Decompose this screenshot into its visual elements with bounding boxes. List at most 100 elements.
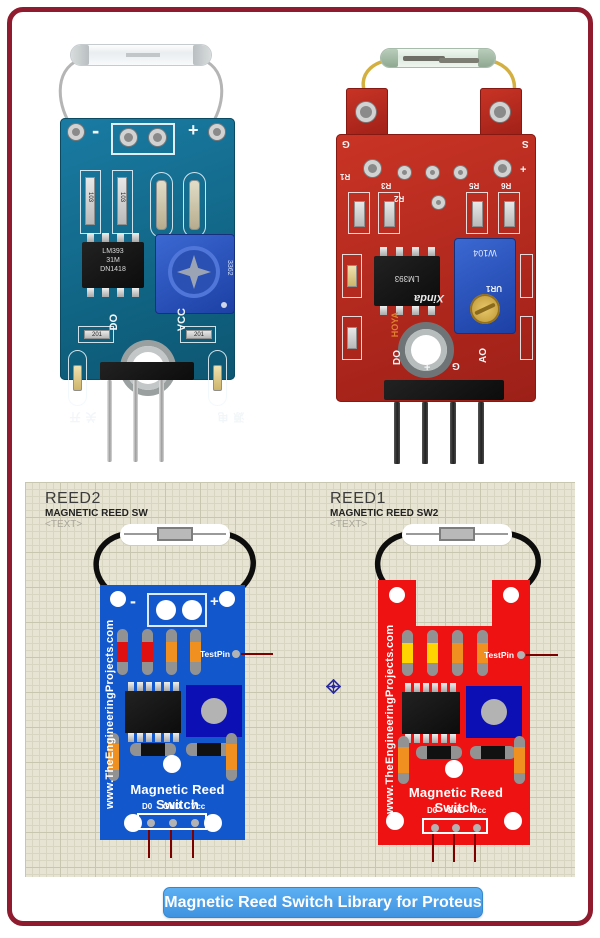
resistor-outline: 201 <box>180 326 216 343</box>
capsule-clip <box>478 49 495 67</box>
ic-pin <box>380 247 387 256</box>
header-pin <box>159 380 164 462</box>
pin-wire <box>170 830 172 858</box>
component-capsule <box>398 736 409 784</box>
pin-wire <box>148 830 150 858</box>
part-annotation-reed2: REED2 MAGNETIC REED SW <TEXT> <box>45 490 148 530</box>
plus-silkscreen: + <box>188 120 199 140</box>
header-pin <box>422 402 428 464</box>
pin-label-d0: D0 <box>427 806 438 815</box>
pin-label-do: DO <box>108 314 120 331</box>
pin-label-gnd: GND <box>163 802 181 811</box>
led-outline <box>342 254 362 298</box>
resistor-outline: 103 <box>112 170 133 234</box>
ic-pin <box>412 247 419 256</box>
component-capsule <box>108 733 119 781</box>
mount-hole <box>445 760 463 778</box>
solder-pad <box>364 160 381 177</box>
led-outline <box>208 350 227 406</box>
corner-hole <box>110 591 126 607</box>
trimpot-value: 3362 <box>226 260 233 276</box>
capacitor <box>189 180 200 230</box>
reed-contact-block <box>157 527 193 541</box>
led-outline <box>68 350 87 406</box>
ref-r5: R5 <box>469 181 480 190</box>
reed-pad <box>149 129 166 146</box>
part-ref: REED2 <box>45 490 101 507</box>
ic-pin <box>380 306 387 315</box>
ic-pin <box>428 306 435 315</box>
pin-label-vcc: VCC <box>176 308 188 332</box>
component-capsule <box>416 746 462 759</box>
part-text-placeholder: <TEXT> <box>330 519 368 530</box>
resistor-outline: R5 <box>466 181 488 234</box>
reed-capsule-symbol <box>402 524 512 545</box>
ref-r6: R6 <box>501 181 512 190</box>
pin-pads-rect <box>137 813 207 830</box>
trimpot-dial <box>481 699 507 725</box>
pin-wire <box>192 830 194 858</box>
corner-hole <box>503 587 519 603</box>
corner-hole <box>204 814 222 832</box>
header-pin <box>133 380 138 462</box>
testpin-label: TestPin <box>200 649 231 659</box>
ic-pin <box>396 247 403 256</box>
capsule-end-cap <box>71 45 89 65</box>
solder-pad <box>454 166 467 179</box>
pin-wire <box>474 834 476 862</box>
corner-hole <box>219 591 235 607</box>
pin-label-vcc: Vcc <box>191 802 206 811</box>
component-capsule <box>452 630 463 676</box>
component-capsule <box>427 630 438 676</box>
smd-resistor <box>504 201 515 227</box>
capacitor-outline <box>183 172 206 238</box>
capsule-end-cap <box>193 45 211 65</box>
resistor-value: 201 <box>193 332 204 338</box>
screw-slot <box>474 302 496 316</box>
component-capsule <box>142 629 153 675</box>
solder-pad <box>432 196 445 209</box>
ic-pin <box>132 288 139 297</box>
mounting-hole <box>405 329 447 371</box>
ref-r1: R1 <box>340 172 351 181</box>
trimpot-w104: W104 <box>454 238 516 334</box>
component-capsule <box>190 629 201 675</box>
label-s: S <box>522 138 529 149</box>
header-pin <box>478 402 484 464</box>
reed-switch-glass-capsule <box>380 48 496 68</box>
pin-label-d0: D0 <box>142 802 153 811</box>
pin-header-body <box>384 380 504 400</box>
pin-wire <box>453 834 455 862</box>
reed-contact <box>403 56 445 61</box>
pin-label-g: G <box>452 360 460 371</box>
trimpot-value: W104 <box>473 248 497 258</box>
resistor-201: 201 <box>186 330 212 339</box>
header-pin <box>450 402 456 464</box>
solder-pad <box>398 166 411 179</box>
testpin-wire <box>526 654 558 656</box>
ic-pin <box>117 233 124 242</box>
website-label: www.TheEngineeringProjects.com <box>104 619 116 809</box>
part-title: Magnetic Reed Switch <box>130 782 225 812</box>
trimpot-footprint <box>186 685 242 737</box>
library-title-button[interactable]: Magnetic Reed Switch Library for Proteus <box>163 887 483 918</box>
part-ref: REED1 <box>330 490 386 507</box>
library-title-label: Magnetic Reed Switch Library for Proteus <box>164 893 482 911</box>
component-capsule <box>186 743 232 756</box>
label-switch-cn: 开关 <box>70 412 98 423</box>
pin-label-gnd: GND <box>447 806 465 815</box>
trimpot-footprint <box>466 686 522 738</box>
label-g: G <box>342 138 350 149</box>
reed-contact-overlap <box>126 53 160 57</box>
ic-marking: LM393 <box>394 274 420 283</box>
pin-label-vcc: Vcc <box>472 806 487 815</box>
photo-red-reed-module: G S + R1 R2 R3 R5 <box>328 36 546 466</box>
reed-footprint <box>147 593 207 627</box>
led <box>73 365 82 391</box>
solder-pad <box>426 166 439 179</box>
proteus-schematic-canvas: REED2 MAGNETIC REED SW <TEXT> REED1 MAGN… <box>25 482 575 877</box>
pcb-tab <box>480 88 522 140</box>
resistor-outline: R3 <box>378 181 400 234</box>
plus-label: + <box>210 593 219 610</box>
